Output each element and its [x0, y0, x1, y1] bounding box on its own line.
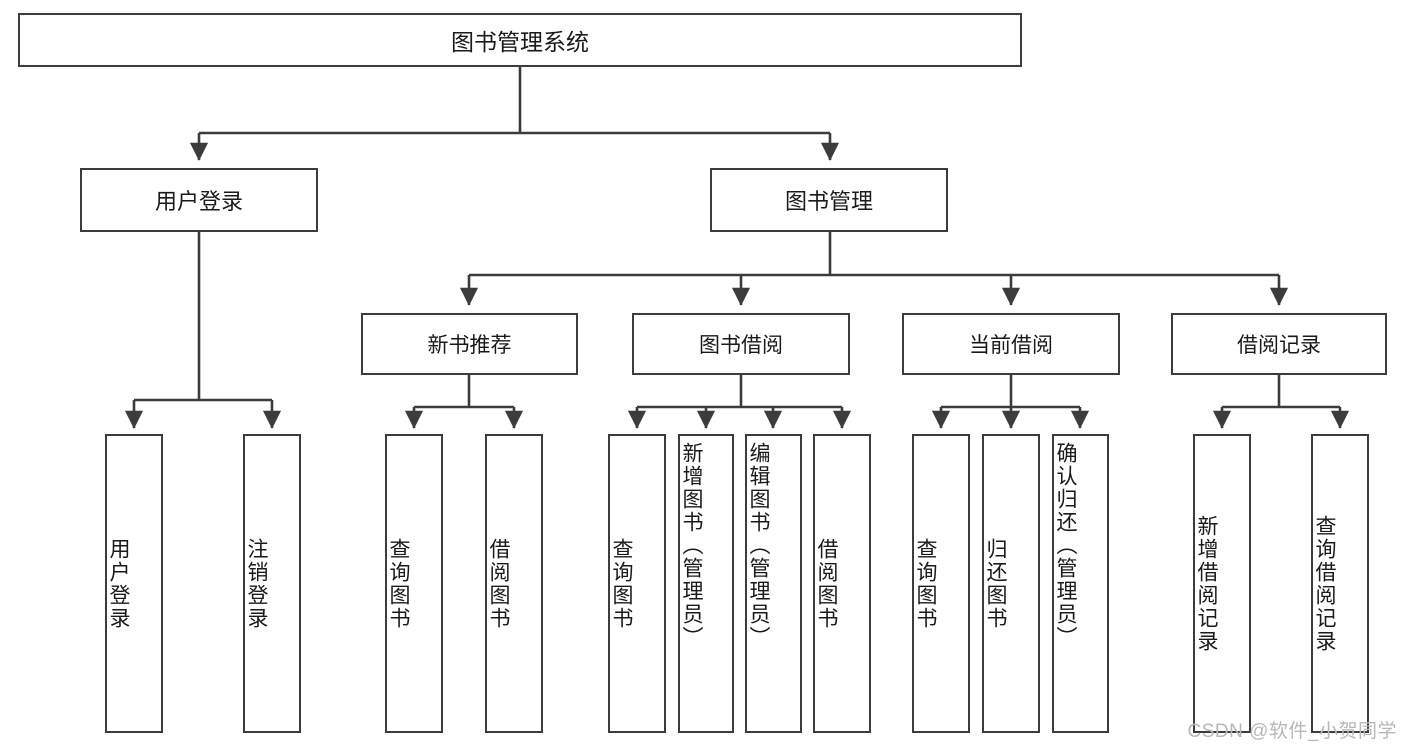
node-label: 借阅记录 [1237, 334, 1321, 357]
leaf-recommend-query-book[interactable]: 查询图书 [385, 434, 443, 733]
leaf-current-return-book[interactable]: 归还图书 [982, 434, 1040, 733]
leaf-borrow-borrow-book[interactable]: 借阅图书 [813, 434, 871, 733]
node-label: 用户登录 [154, 189, 243, 214]
leaf-borrow-add-book-admin[interactable]: 新增图书（管理员） [678, 434, 734, 733]
leaf-label: 用户登录 [107, 537, 131, 630]
node-label: 图书借阅 [699, 334, 783, 357]
node-label: 当前借阅 [969, 334, 1053, 357]
leaf-record-query-record[interactable]: 查询借阅记录 [1311, 434, 1369, 733]
leaf-borrow-edit-book-admin[interactable]: 编辑图书（管理员） [745, 434, 802, 733]
node-label: 新书推荐 [427, 334, 512, 357]
leaf-user-login-signin[interactable]: 用户登录 [105, 434, 163, 733]
leaf-user-login-signout[interactable]: 注销登录 [243, 434, 301, 733]
leaf-label: 查询图书 [387, 537, 411, 630]
leaf-label: 查询图书 [610, 537, 634, 630]
leaf-current-query-book[interactable]: 查询图书 [912, 434, 970, 733]
leaf-label: 新增图书（管理员） [680, 442, 704, 649]
watermark-text: CSDN @软件_小贺同学 [1187, 721, 1397, 742]
node-root-system[interactable]: 图书管理系统 [18, 13, 1022, 67]
leaf-current-confirm-return-admin[interactable]: 确认归还（管理员） [1052, 434, 1109, 733]
node-label: 图书管理 [784, 189, 873, 214]
node-label: 图书管理系统 [451, 29, 589, 55]
leaf-label: 新增借阅记录 [1195, 514, 1219, 653]
leaf-label: 借阅图书 [487, 537, 511, 630]
node-borrow-record[interactable]: 借阅记录 [1171, 313, 1387, 375]
node-user-login[interactable]: 用户登录 [80, 168, 318, 232]
leaf-label: 借阅图书 [815, 537, 839, 630]
leaf-label: 注销登录 [245, 537, 269, 630]
leaf-label: 确认归还（管理员） [1054, 442, 1078, 649]
leaf-label: 编辑图书（管理员） [747, 442, 771, 649]
leaf-record-add-record[interactable]: 新增借阅记录 [1193, 434, 1251, 733]
node-book-borrow[interactable]: 图书借阅 [632, 313, 850, 375]
node-book-management[interactable]: 图书管理 [710, 168, 948, 232]
leaf-label: 查询借阅记录 [1313, 514, 1337, 653]
node-current-borrow[interactable]: 当前借阅 [902, 313, 1120, 375]
leaf-borrow-query-book[interactable]: 查询图书 [608, 434, 666, 733]
node-new-book-recommend[interactable]: 新书推荐 [361, 313, 578, 375]
leaf-label: 查询图书 [914, 537, 938, 630]
leaf-recommend-borrow-book[interactable]: 借阅图书 [485, 434, 543, 733]
leaf-label: 归还图书 [984, 537, 1008, 630]
